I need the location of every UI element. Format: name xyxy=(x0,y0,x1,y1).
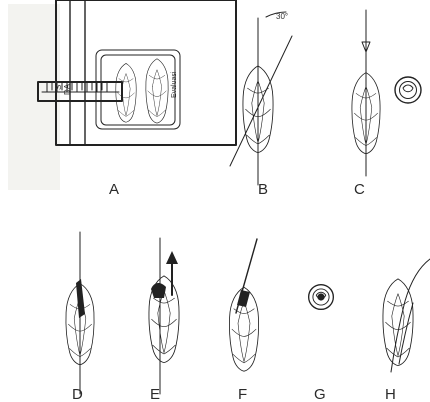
holder-backplate xyxy=(8,4,60,190)
panel-label-b: B xyxy=(258,181,268,198)
holder-label-1: ST xyxy=(54,80,63,90)
panel-label-f: F xyxy=(238,386,247,402)
panel-label-e: E xyxy=(150,386,160,402)
panel-label-h: H xyxy=(385,386,396,402)
panel-label-c: C xyxy=(354,181,365,198)
evaluasi-label: Evaluasi xyxy=(171,71,178,98)
holder-label-2: DA xyxy=(63,83,72,95)
angle-label: 30° xyxy=(276,12,288,21)
panel-label-g: G xyxy=(314,386,326,402)
canal-opening-icon xyxy=(317,293,324,300)
panel-label-d: D xyxy=(72,386,83,402)
panel-label-a: A xyxy=(109,181,119,198)
